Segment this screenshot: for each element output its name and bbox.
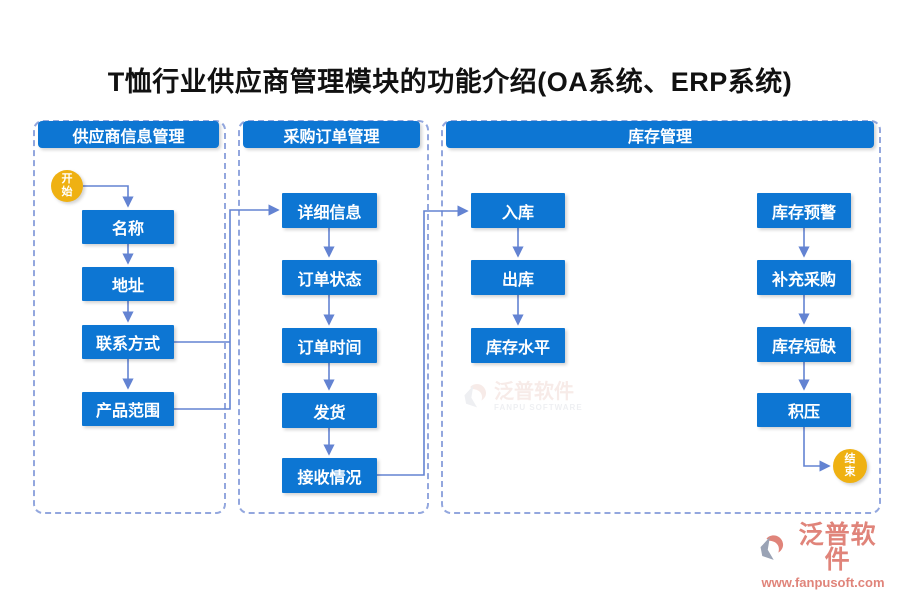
node-inbound: 入库 <box>471 193 565 228</box>
node-order-detail-info: 详细信息 <box>282 193 377 228</box>
node-receipt-status: 接收情况 <box>282 458 377 493</box>
brand-name: 泛普软件 <box>798 521 877 574</box>
node-replenish-purchase: 补充采购 <box>757 260 851 295</box>
node-supplier-address: 地址 <box>82 267 174 301</box>
node-outbound: 出库 <box>471 260 565 295</box>
node-supplier-contact: 联系方式 <box>82 325 174 359</box>
watermark-name: 泛普软件 <box>494 381 574 403</box>
end-terminal-label: 结束 <box>844 453 856 478</box>
node-overstock: 积压 <box>757 393 851 427</box>
brand-block: 泛普软件 www.fanpusoft.com <box>758 523 888 590</box>
node-stock-alert: 库存预警 <box>757 193 851 228</box>
watermark-subtitle: FANPU SOFTWARE <box>494 403 583 412</box>
start-terminal-label: 开始 <box>61 173 73 198</box>
section-inventory <box>441 120 881 514</box>
node-shipment: 发货 <box>282 393 377 428</box>
node-stock-shortage: 库存短缺 <box>757 327 851 362</box>
fanpu-logo-icon <box>760 535 784 560</box>
start-terminal: 开始 <box>51 170 83 202</box>
section-purchase-order <box>238 120 429 514</box>
node-supplier-name: 名称 <box>82 210 174 244</box>
header-inventory: 库存管理 <box>446 121 874 148</box>
brand-url: www.fanpusoft.com <box>761 575 885 590</box>
watermark: 泛普软件 FANPU SOFTWARE <box>462 381 583 412</box>
node-supplier-product-range: 产品范围 <box>82 392 174 426</box>
node-order-time: 订单时间 <box>282 328 377 363</box>
header-supplier-info: 供应商信息管理 <box>38 121 219 148</box>
header-purchase-order: 采购订单管理 <box>243 121 420 148</box>
page-title: T恤行业供应商管理模块的功能介绍(OA系统、ERP系统) <box>107 67 793 97</box>
end-terminal: 结束 <box>833 449 867 483</box>
node-order-status: 订单状态 <box>282 260 377 295</box>
node-stock-level: 库存水平 <box>471 328 565 363</box>
fanpu-logo-icon <box>464 383 487 408</box>
